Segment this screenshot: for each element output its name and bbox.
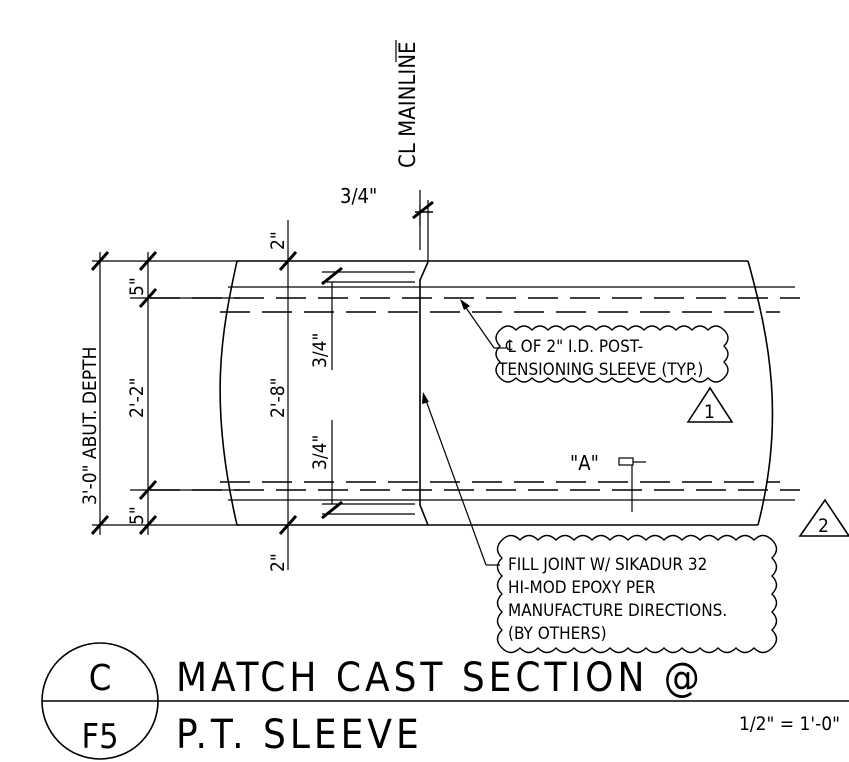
fill-note-line2: HI-MOD EPOXY PER [508, 578, 656, 598]
dimension-lines [90, 220, 415, 570]
fill-leader [422, 392, 500, 566]
center-span-dim: 2'-8" [267, 378, 289, 418]
revision-1-text: 1 [704, 401, 715, 423]
upper-joint-dim: 3/4" [309, 333, 331, 368]
title-line2: P.T. SLEEVE [176, 712, 423, 758]
centerline-label: CL MAINLINE [395, 40, 421, 168]
match-cast-joint [412, 190, 434, 526]
revision-marker-1: 1 [686, 386, 734, 423]
beam-outline [150, 260, 800, 526]
section-letter: C [89, 658, 112, 699]
title-block: C F5 MATCH CAST SECTION @ P.T. SLEEVE 1/… [41, 642, 849, 760]
fill-note-line4: (BY OTHERS) [508, 624, 607, 644]
sleeve-note-cloud [495, 325, 729, 383]
sheet-reference: F5 [81, 717, 118, 757]
lower-joint-dim: 3/4" [309, 435, 331, 470]
sleeve-note-line1: ℄ OF 2" I.D. POST- [505, 337, 643, 357]
inner-span-dim: 2'-2" [126, 378, 148, 418]
top-offset-dim: 5" [126, 277, 148, 296]
fill-note-line1: FILL JOINT W/ SIKADUR 32 [508, 555, 707, 575]
fill-note-cloud [496, 534, 778, 654]
title-line1: MATCH CAST SECTION @ [176, 655, 704, 701]
sleeve-note-line2: TENSIONING SLEEVE (TYP.) [497, 360, 703, 380]
total-depth-dim: 3'-0" ABUT. DEPTH [79, 347, 101, 505]
section-callout-text: "A" [570, 451, 599, 475]
top-cover-dim: 2" [267, 231, 289, 250]
section-callout-a: "A" [570, 451, 646, 512]
bottom-offset-dim: 5" [126, 506, 148, 525]
drawing-scale: 1/2" = 1'-0" [739, 713, 840, 735]
bottom-cover-dim: 2" [267, 553, 289, 572]
revision-2-text: 2 [818, 515, 829, 537]
fill-note-line3: MANUFACTURE DIRECTIONS. [508, 601, 727, 621]
sleeve-leader [460, 299, 506, 349]
revision-marker-2: 2 [798, 498, 849, 537]
centerline-text: CL MAINLINE [396, 41, 421, 168]
top-gap-dim: 3/4" [340, 184, 377, 208]
